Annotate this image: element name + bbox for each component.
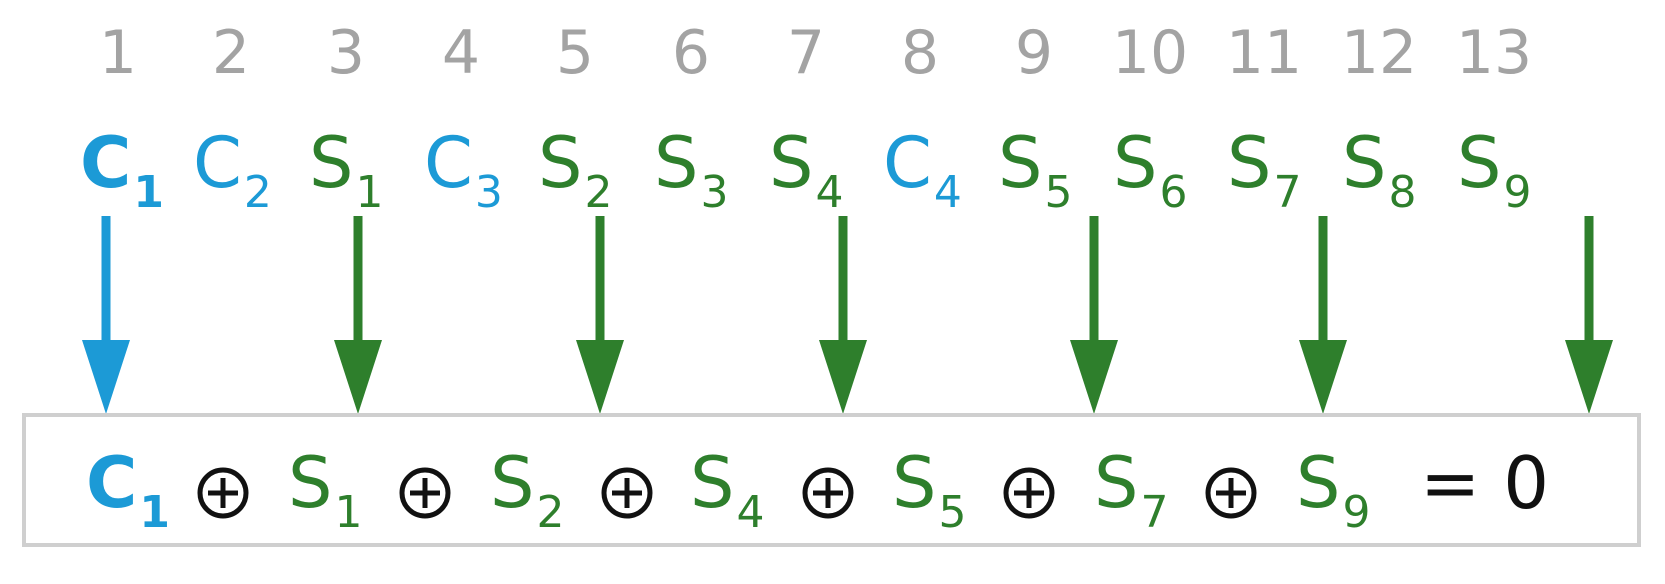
term-subscript: 5 [938, 487, 967, 538]
symbol-subscript: 4 [815, 167, 844, 218]
position-number: 10 [1111, 18, 1189, 88]
equation-term-s1: S1 [288, 438, 362, 538]
symbol-subscript: 3 [474, 167, 503, 218]
symbol-letter: S [538, 122, 583, 204]
equation-term-c1: C1 [86, 438, 170, 538]
symbol-letter: S [654, 122, 699, 204]
arrow-c1 [82, 216, 130, 414]
arrow-s2 [576, 216, 624, 414]
symbol-subscript: 1 [133, 167, 164, 218]
check-symbol-c1: C1 [80, 118, 164, 218]
data-symbol-s3: S3 [654, 118, 728, 218]
xor-icon [802, 467, 854, 519]
arrow-s4 [819, 216, 867, 414]
position-number: 11 [1225, 18, 1303, 88]
arrow-head-icon [334, 340, 382, 414]
symbol-subscript: 2 [243, 167, 272, 218]
term-subscript: 2 [536, 487, 565, 538]
symbol-letter: S [309, 122, 354, 204]
xor-icon [1205, 467, 1257, 519]
equation-term-s4: S4 [690, 438, 764, 538]
symbol-subscript: 7 [1273, 167, 1302, 218]
arrow-head-icon [819, 340, 867, 414]
xor-icon [601, 467, 653, 519]
data-symbol-s2: S2 [538, 118, 612, 218]
xor-icon [1003, 467, 1055, 519]
data-symbol-s8: S8 [1342, 118, 1416, 218]
position-number: 8 [900, 18, 940, 88]
term-letter: C [86, 442, 138, 524]
equation-term-s2: S2 [490, 438, 564, 538]
term-subscript: 9 [1342, 487, 1371, 538]
arrow-s5 [1070, 216, 1118, 414]
arrow-s7 [1299, 216, 1347, 414]
position-number: 6 [671, 18, 711, 88]
data-symbol-s1: S1 [309, 118, 383, 218]
term-subscript: 1 [334, 487, 363, 538]
position-number: 2 [211, 18, 251, 88]
symbol-subscript: 6 [1159, 167, 1188, 218]
position-number: 4 [441, 18, 481, 88]
xor-icon [399, 467, 451, 519]
term-subscript: 1 [139, 487, 170, 538]
symbol-letter: C [883, 122, 932, 204]
equation-term-s7: S7 [1094, 438, 1168, 538]
position-number: 3 [326, 18, 366, 88]
check-symbol-c3: C3 [424, 118, 503, 218]
parity-equation-box [22, 413, 1641, 547]
term-letter: S [1296, 442, 1341, 524]
data-symbol-s5: S5 [998, 118, 1072, 218]
arrow-s1 [334, 216, 382, 414]
equation-term-s9: S9 [1296, 438, 1370, 538]
symbol-subscript: 5 [1044, 167, 1073, 218]
position-number: 7 [786, 18, 826, 88]
arrow-head-icon [82, 340, 130, 414]
term-letter: S [1094, 442, 1139, 524]
xor-icon [197, 467, 249, 519]
symbol-subscript: 2 [584, 167, 613, 218]
term-letter: S [690, 442, 735, 524]
symbol-subscript: 3 [700, 167, 729, 218]
symbol-subscript: 1 [355, 167, 384, 218]
term-subscript: 4 [736, 487, 765, 538]
check-symbol-c2: C2 [193, 118, 272, 218]
symbol-letter: S [998, 122, 1043, 204]
data-symbol-s6: S6 [1113, 118, 1187, 218]
data-symbol-s9: S9 [1457, 118, 1531, 218]
symbol-letter: S [1342, 122, 1387, 204]
data-symbol-s7: S7 [1227, 118, 1301, 218]
symbol-letter: C [193, 122, 242, 204]
symbol-letter: C [80, 122, 132, 204]
arrow-head-icon [576, 340, 624, 414]
term-letter: S [490, 442, 535, 524]
symbol-subscript: 8 [1388, 167, 1417, 218]
symbol-letter: C [424, 122, 473, 204]
symbol-letter: S [1227, 122, 1272, 204]
term-subscript: 7 [1140, 487, 1169, 538]
symbol-subscript: 4 [933, 167, 962, 218]
term-letter: S [892, 442, 937, 524]
position-number: 13 [1455, 18, 1533, 88]
arrow-s9 [1565, 216, 1613, 414]
symbol-letter: S [769, 122, 814, 204]
arrow-head-icon [1070, 340, 1118, 414]
position-number: 5 [555, 18, 595, 88]
symbol-letter: S [1457, 122, 1502, 204]
check-symbol-c4: C4 [883, 118, 962, 218]
position-number: 12 [1340, 18, 1418, 88]
equation-result: = 0 [1420, 441, 1550, 525]
symbol-subscript: 9 [1503, 167, 1532, 218]
arrow-head-icon [1565, 340, 1613, 414]
equation-term-s5: S5 [892, 438, 966, 538]
term-letter: S [288, 442, 333, 524]
arrow-head-icon [1299, 340, 1347, 414]
position-number: 1 [98, 18, 138, 88]
symbol-letter: S [1113, 122, 1158, 204]
data-symbol-s4: S4 [769, 118, 843, 218]
position-number: 9 [1014, 18, 1054, 88]
